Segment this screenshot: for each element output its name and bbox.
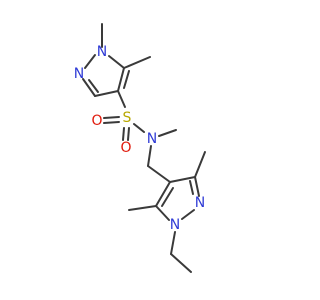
bond-c3b-n2b — [194, 176, 200, 197]
bond-s-o-left-a — [103, 116, 120, 119]
bond-n1-n2 — [84, 54, 96, 69]
bond-c5b-c4b — [155, 181, 171, 207]
bond-n2b-n1b — [181, 209, 195, 220]
bond-n1b-ethyl-ch2 — [170, 231, 176, 255]
bond-n1b-c5b — [155, 205, 170, 221]
atom-n1b-label: N — [170, 217, 180, 233]
bond-c3-c4 — [94, 90, 119, 97]
atom-o-left-label: O — [91, 113, 102, 129]
bond-c5b-methyl — [128, 205, 157, 211]
bond-c4b-c3b — [169, 176, 196, 183]
bond-c4-c5-double — [123, 70, 130, 89]
bond-c4-c5 — [117, 67, 125, 92]
bond-c5-methyl — [123, 56, 151, 69]
bond-c4-s — [117, 90, 126, 108]
atom-s-label: S — [123, 110, 132, 126]
bond-n-ch2 — [147, 145, 152, 167]
bond-c5-n1 — [108, 55, 125, 69]
bond-s-o-left-b — [103, 121, 120, 124]
bond-c3b-methyl — [194, 151, 206, 178]
atom-o-bottom-label: O — [120, 140, 131, 156]
bond-ch2-c4b — [147, 165, 171, 183]
atom-n2b-label: N — [195, 195, 205, 211]
bond-n2-c3-double — [88, 79, 99, 93]
bond-n2-c3 — [82, 78, 96, 97]
bond-ethyl-ch3 — [170, 253, 192, 273]
atom-labels: N N S O O N N N — [74, 44, 205, 233]
bond-c5b-c4b-double — [161, 187, 174, 207]
atom-n1-label: N — [97, 44, 107, 60]
bonds — [82, 23, 206, 273]
bond-s-n — [133, 123, 145, 133]
atom-n2-label: N — [74, 66, 84, 82]
bond-c3b-n2b-double — [189, 180, 194, 195]
bond-n-methyl — [158, 129, 177, 137]
atom-n-amide-label: N — [147, 131, 157, 147]
bond-s-o-bottom-b — [127, 127, 130, 141]
bond-s-o-bottom-a — [122, 127, 125, 141]
molecule-canvas: N N S O O N N N — [74, 23, 206, 273]
structure-diagram: N N S O O N N N — [74, 23, 206, 273]
